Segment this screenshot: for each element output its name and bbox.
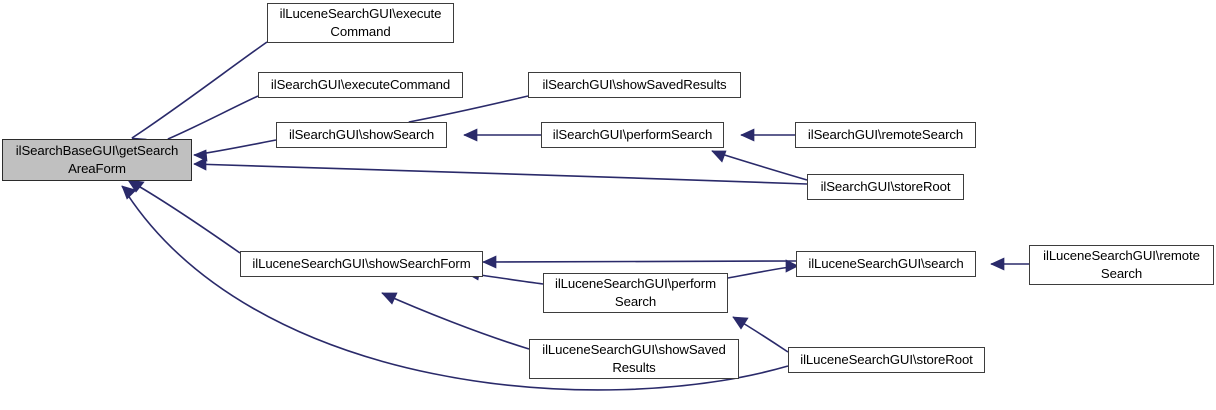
- arrowhead-icon: [381, 292, 398, 305]
- arrowhead-icon: [785, 259, 799, 273]
- node-lucene_execute_command[interactable]: ilLuceneSearchGUI\execute Command: [267, 3, 454, 43]
- arrowhead-icon: [732, 316, 749, 330]
- node-lucene_show_search_form[interactable]: ilLuceneSearchGUI\showSearchForm: [240, 251, 483, 277]
- node-lucene_show_saved_results[interactable]: ilLuceneSearchGUI\showSaved Results: [529, 339, 739, 379]
- call-edge: [711, 150, 808, 181]
- arrowhead-icon: [740, 128, 755, 142]
- arrowhead-icon: [463, 128, 478, 142]
- node-lucene_search[interactable]: ilLuceneSearchGUI\search: [796, 251, 976, 277]
- call-edge: [127, 179, 241, 254]
- call-edge: [121, 185, 789, 391]
- node-search_perform_search[interactable]: ilSearchGUI\performSearch: [541, 122, 724, 148]
- node-search_store_root[interactable]: ilSearchGUI\storeRoot: [807, 174, 964, 200]
- node-lucene_store_root[interactable]: ilLuceneSearchGUI\storeRoot: [788, 347, 985, 373]
- arrowhead-icon: [127, 179, 145, 193]
- arrowhead-icon: [193, 157, 207, 171]
- call-edge: [381, 292, 530, 350]
- arrowhead-icon: [711, 150, 727, 163]
- node-lucene_remote_search[interactable]: ilLuceneSearchGUI\remote Search: [1029, 245, 1214, 285]
- arrowhead-icon: [990, 257, 1005, 271]
- call-edge: [482, 260, 797, 263]
- node-lucene_perform_search[interactable]: ilLuceneSearchGUI\perform Search: [543, 273, 728, 313]
- arrowhead-icon: [193, 149, 208, 162]
- call-edge: [131, 41, 268, 139]
- call-edge: [167, 95, 259, 140]
- node-search_show_saved_results[interactable]: ilSearchGUI\showSavedResults: [528, 72, 741, 98]
- node-search_show_search[interactable]: ilSearchGUI\showSearch: [276, 122, 447, 148]
- node-search_remote_search[interactable]: ilSearchGUI\remoteSearch: [795, 122, 976, 148]
- call-edge: [408, 95, 529, 123]
- arrowhead-icon: [482, 255, 497, 269]
- node-root: ilSearchBaseGUI\getSearch AreaForm: [2, 139, 192, 181]
- call-edge: [193, 163, 808, 185]
- arrowhead-icon: [121, 185, 137, 200]
- node-search_execute_command[interactable]: ilSearchGUI\executeCommand: [258, 72, 463, 98]
